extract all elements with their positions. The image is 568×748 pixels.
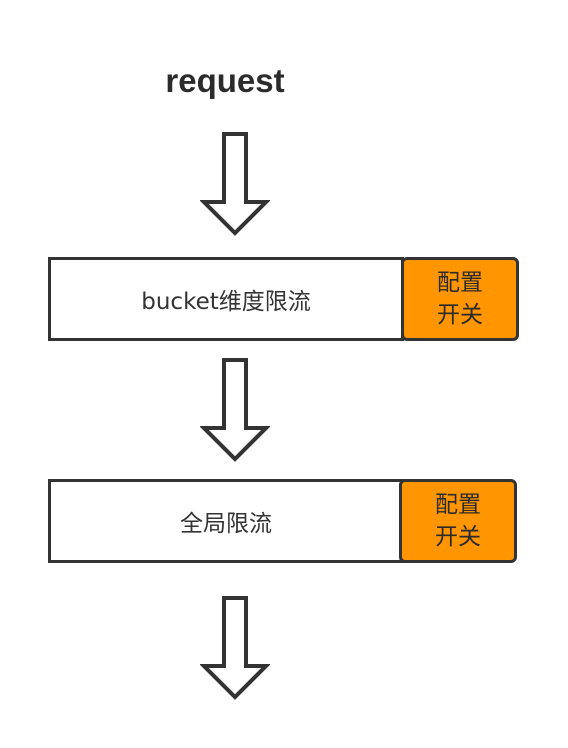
switch-label-line1: 配置 bbox=[435, 492, 481, 518]
down-arrow-icon bbox=[200, 596, 270, 700]
request-label: request bbox=[165, 62, 285, 99]
switch-label-line2: 开关 bbox=[435, 524, 481, 550]
bucket-config-switch[interactable]: 配置 开关 bbox=[401, 257, 519, 341]
down-arrow-icon bbox=[200, 132, 270, 236]
global-rate-limit-label: 全局限流 bbox=[180, 511, 272, 537]
global-rate-limit-box: 全局限流 bbox=[48, 479, 404, 563]
switch-label-line2: 开关 bbox=[437, 302, 483, 328]
global-config-switch[interactable]: 配置 开关 bbox=[399, 479, 517, 563]
bucket-rate-limit-label: bucket维度限流 bbox=[141, 289, 311, 315]
down-arrow-icon bbox=[200, 358, 270, 462]
switch-label-line1: 配置 bbox=[437, 270, 483, 296]
bucket-rate-limit-box: bucket维度限流 bbox=[48, 257, 404, 341]
